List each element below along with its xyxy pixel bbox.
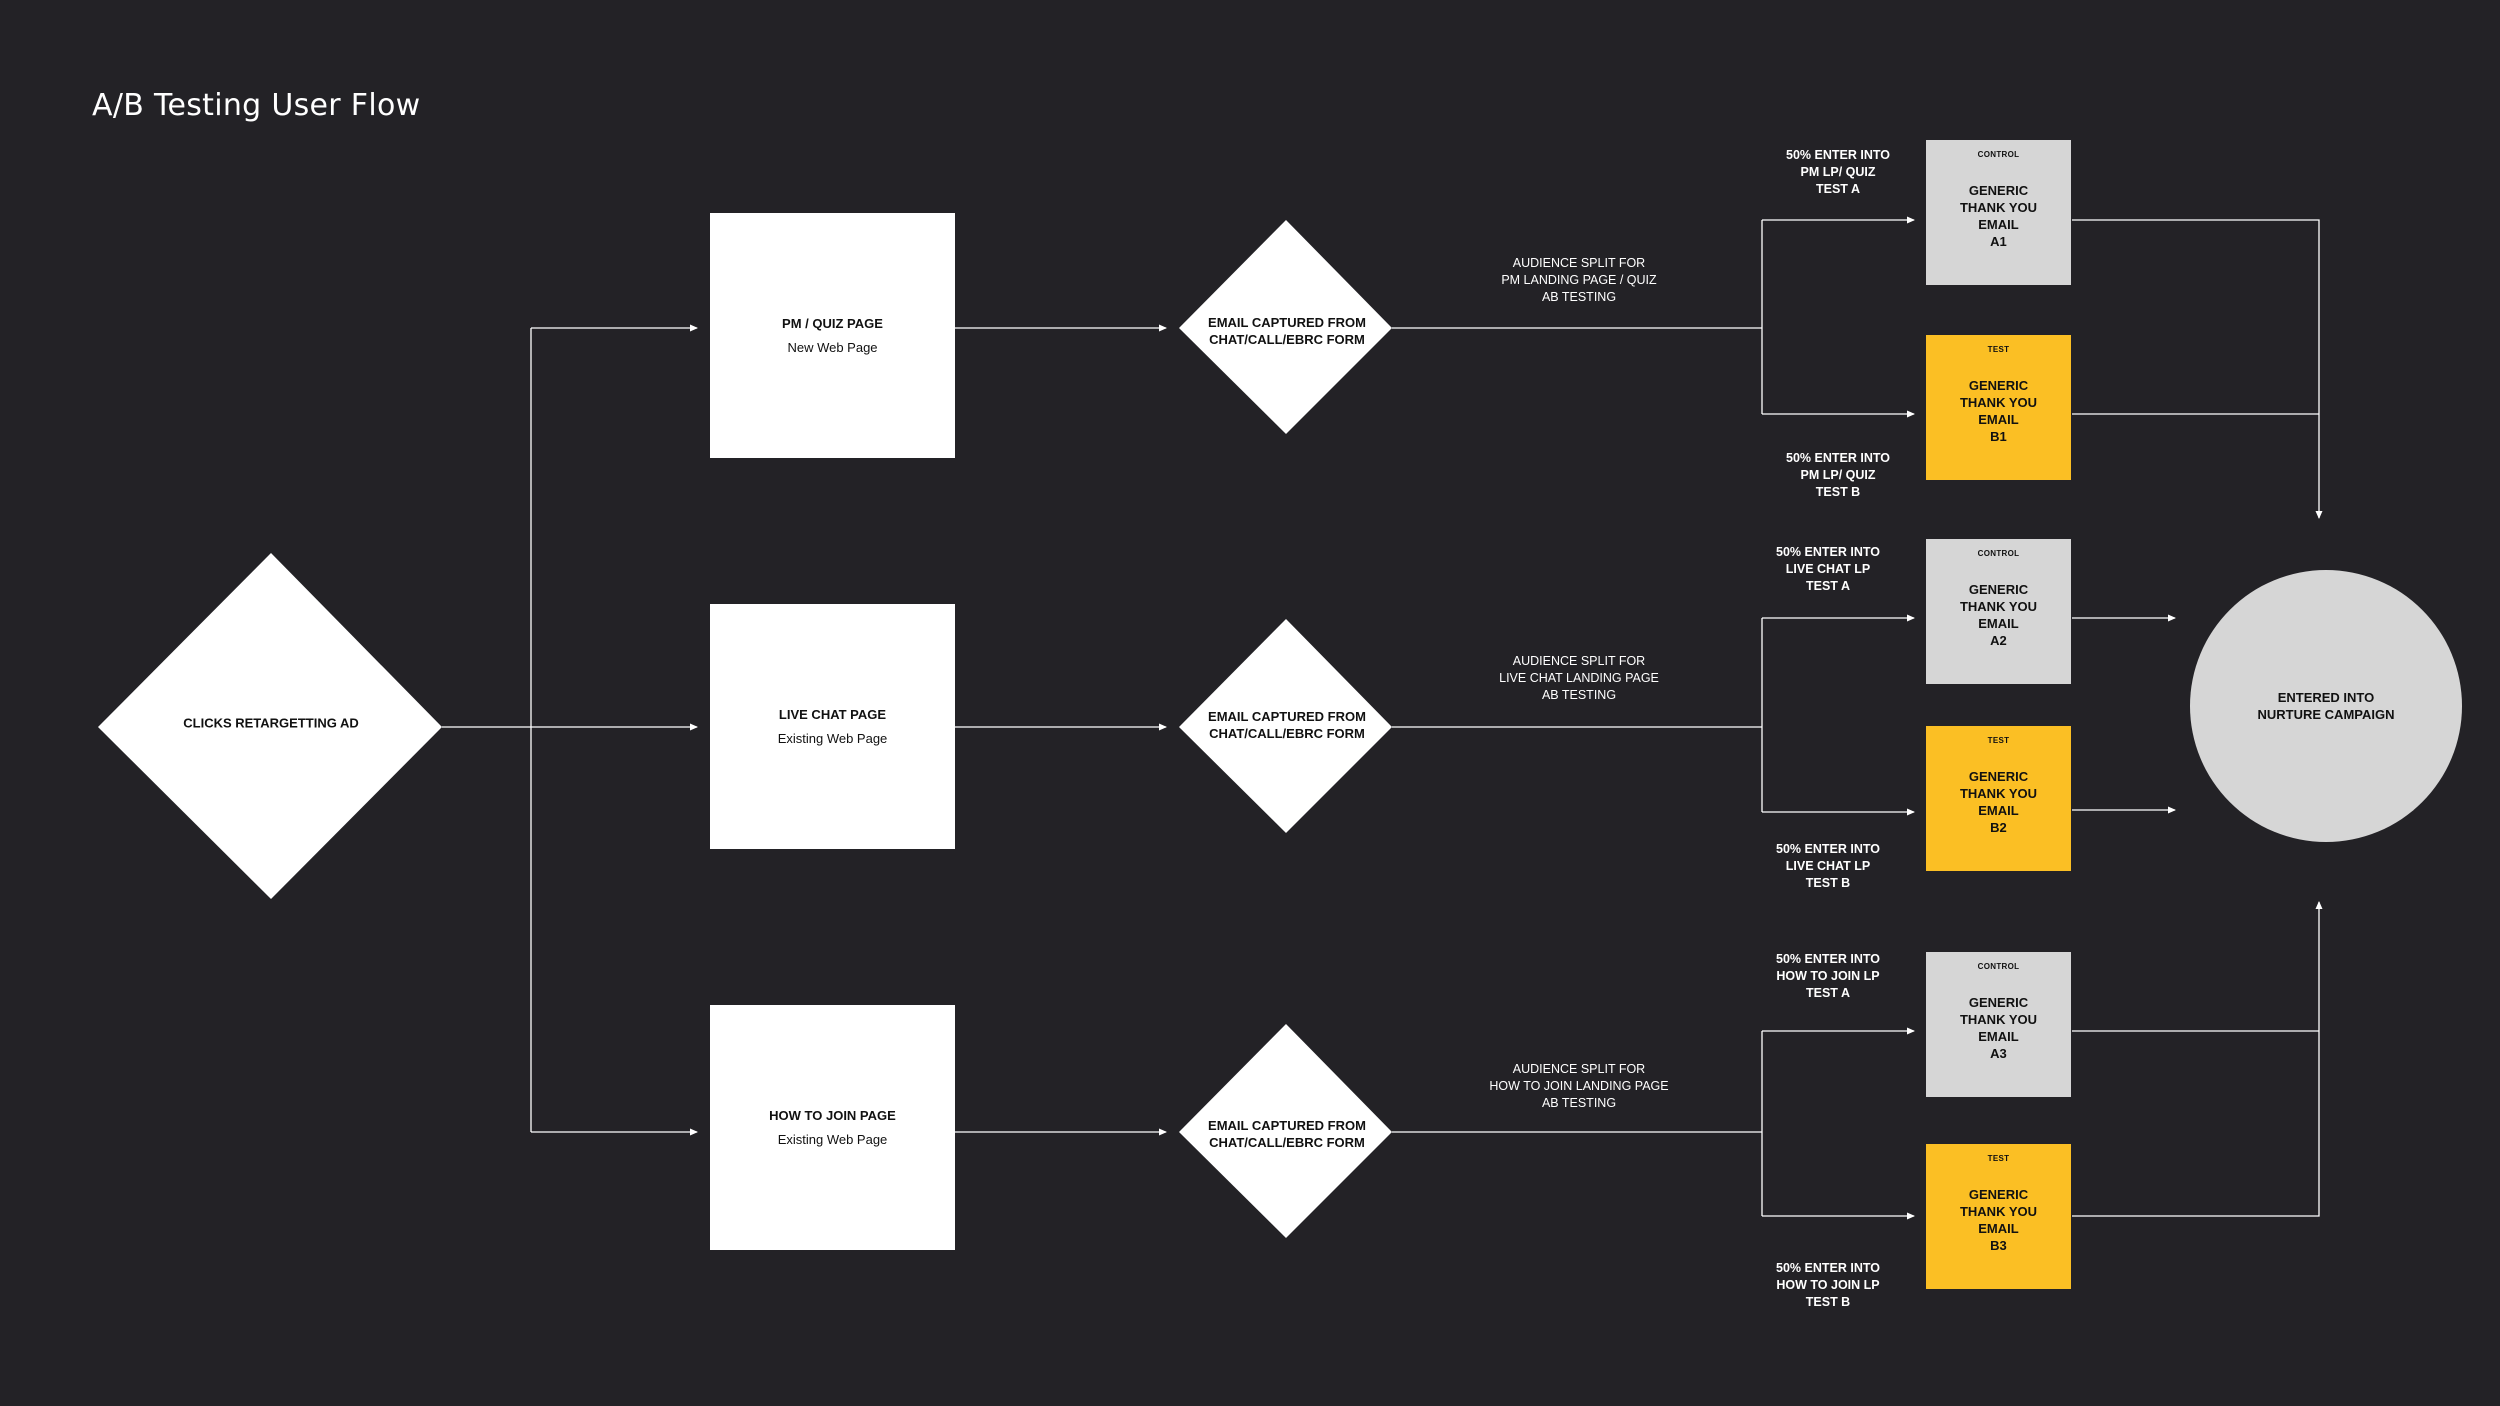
email-text: GENERIC THANK YOU EMAIL B2 bbox=[1959, 768, 2038, 835]
page-node-title: PM / QUIZ PAGE bbox=[782, 316, 883, 331]
start-diamond bbox=[98, 553, 442, 899]
email-text: GENERIC THANK YOU EMAIL A2 bbox=[1959, 581, 2038, 648]
page-node-title: HOW TO JOIN PAGE bbox=[769, 1108, 896, 1123]
decision-label-2: EMAIL CAPTURED FROM CHAT/CALL/EBRC FORM bbox=[1208, 709, 1366, 741]
email-node-b1: TEST GENERIC THANK YOU EMAIL B1 bbox=[1926, 335, 2071, 480]
email-tag: CONTROL bbox=[1977, 549, 2020, 558]
branch-label-3b: 50% ENTER INTO HOW TO JOIN LP TEST B bbox=[1776, 1261, 1880, 1309]
page-node-subtitle: Existing Web Page bbox=[777, 731, 888, 746]
branch-label-2b: 50% ENTER INTO LIVE CHAT LP TEST B bbox=[1776, 842, 1880, 890]
email-text: GENERIC THANK YOU EMAIL A1 bbox=[1959, 182, 2038, 249]
split-label-2: AUDIENCE SPLIT FOR LIVE CHAT LANDING PAG… bbox=[1499, 654, 1659, 702]
email-text: GENERIC THANK YOU EMAIL B3 bbox=[1959, 1186, 2038, 1253]
email-node-b2: TEST GENERIC THANK YOU EMAIL B2 bbox=[1926, 726, 2071, 871]
decision-diamond-3 bbox=[1179, 1024, 1392, 1238]
email-node-a3: CONTROL GENERIC THANK YOU EMAIL A3 bbox=[1926, 952, 2071, 1097]
page-title: A/B Testing User Flow bbox=[92, 88, 421, 123]
end-node-nurture-campaign: ENTERED INTO NURTURE CAMPAIGN bbox=[2190, 570, 2462, 842]
page-node-subtitle: Existing Web Page bbox=[777, 1132, 888, 1147]
branch-label-1b: 50% ENTER INTO PM LP/ QUIZ TEST B bbox=[1786, 451, 1890, 499]
branch-label-3a: 50% ENTER INTO HOW TO JOIN LP TEST A bbox=[1776, 952, 1880, 1000]
email-tag: TEST bbox=[1987, 345, 2010, 354]
start-label: CLICKS RETARGETTING AD bbox=[183, 715, 359, 731]
page-node-pm-quiz: PM / QUIZ PAGE New Web Page bbox=[710, 213, 955, 458]
branch-label-1a: 50% ENTER INTO PM LP/ QUIZ TEST A bbox=[1786, 148, 1890, 196]
connector-B3-end bbox=[2072, 901, 2323, 1217]
connector-A1-end bbox=[2072, 219, 2323, 519]
split-label-3: AUDIENCE SPLIT FOR HOW TO JOIN LANDING P… bbox=[1489, 1062, 1669, 1110]
email-node-b3: TEST GENERIC THANK YOU EMAIL B3 bbox=[1926, 1144, 2071, 1289]
page-node-title: LIVE CHAT PAGE bbox=[778, 707, 887, 722]
decision-label-1: EMAIL CAPTURED FROM CHAT/CALL/EBRC FORM bbox=[1208, 315, 1366, 347]
decision-diamond-2 bbox=[1179, 619, 1392, 833]
page-node-subtitle: New Web Page bbox=[787, 340, 878, 355]
email-text: GENERIC THANK YOU EMAIL A3 bbox=[1959, 994, 2038, 1061]
decision-diamond-1 bbox=[1179, 220, 1392, 434]
email-text: GENERIC THANK YOU EMAIL B1 bbox=[1959, 377, 2038, 444]
branch-label-2a: 50% ENTER INTO LIVE CHAT LP TEST A bbox=[1776, 545, 1880, 593]
email-node-a2: CONTROL GENERIC THANK YOU EMAIL A2 bbox=[1926, 539, 2071, 684]
email-tag: TEST bbox=[1987, 1154, 2010, 1163]
email-tag: CONTROL bbox=[1977, 962, 2020, 971]
email-tag: CONTROL bbox=[1977, 150, 2020, 159]
email-tag: TEST bbox=[1987, 736, 2010, 745]
end-node-label: ENTERED INTO NURTURE CAMPAIGN bbox=[2257, 690, 2395, 722]
page-node-how-to-join: HOW TO JOIN PAGE Existing Web Page bbox=[710, 1005, 955, 1250]
split-label-1: AUDIENCE SPLIT FOR PM LANDING PAGE / QUI… bbox=[1501, 256, 1657, 304]
decision-label-3: EMAIL CAPTURED FROM CHAT/CALL/EBRC FORM bbox=[1208, 1118, 1366, 1150]
page-node-live-chat: LIVE CHAT PAGE Existing Web Page bbox=[710, 604, 955, 849]
email-node-a1: CONTROL GENERIC THANK YOU EMAIL A1 bbox=[1926, 140, 2071, 285]
